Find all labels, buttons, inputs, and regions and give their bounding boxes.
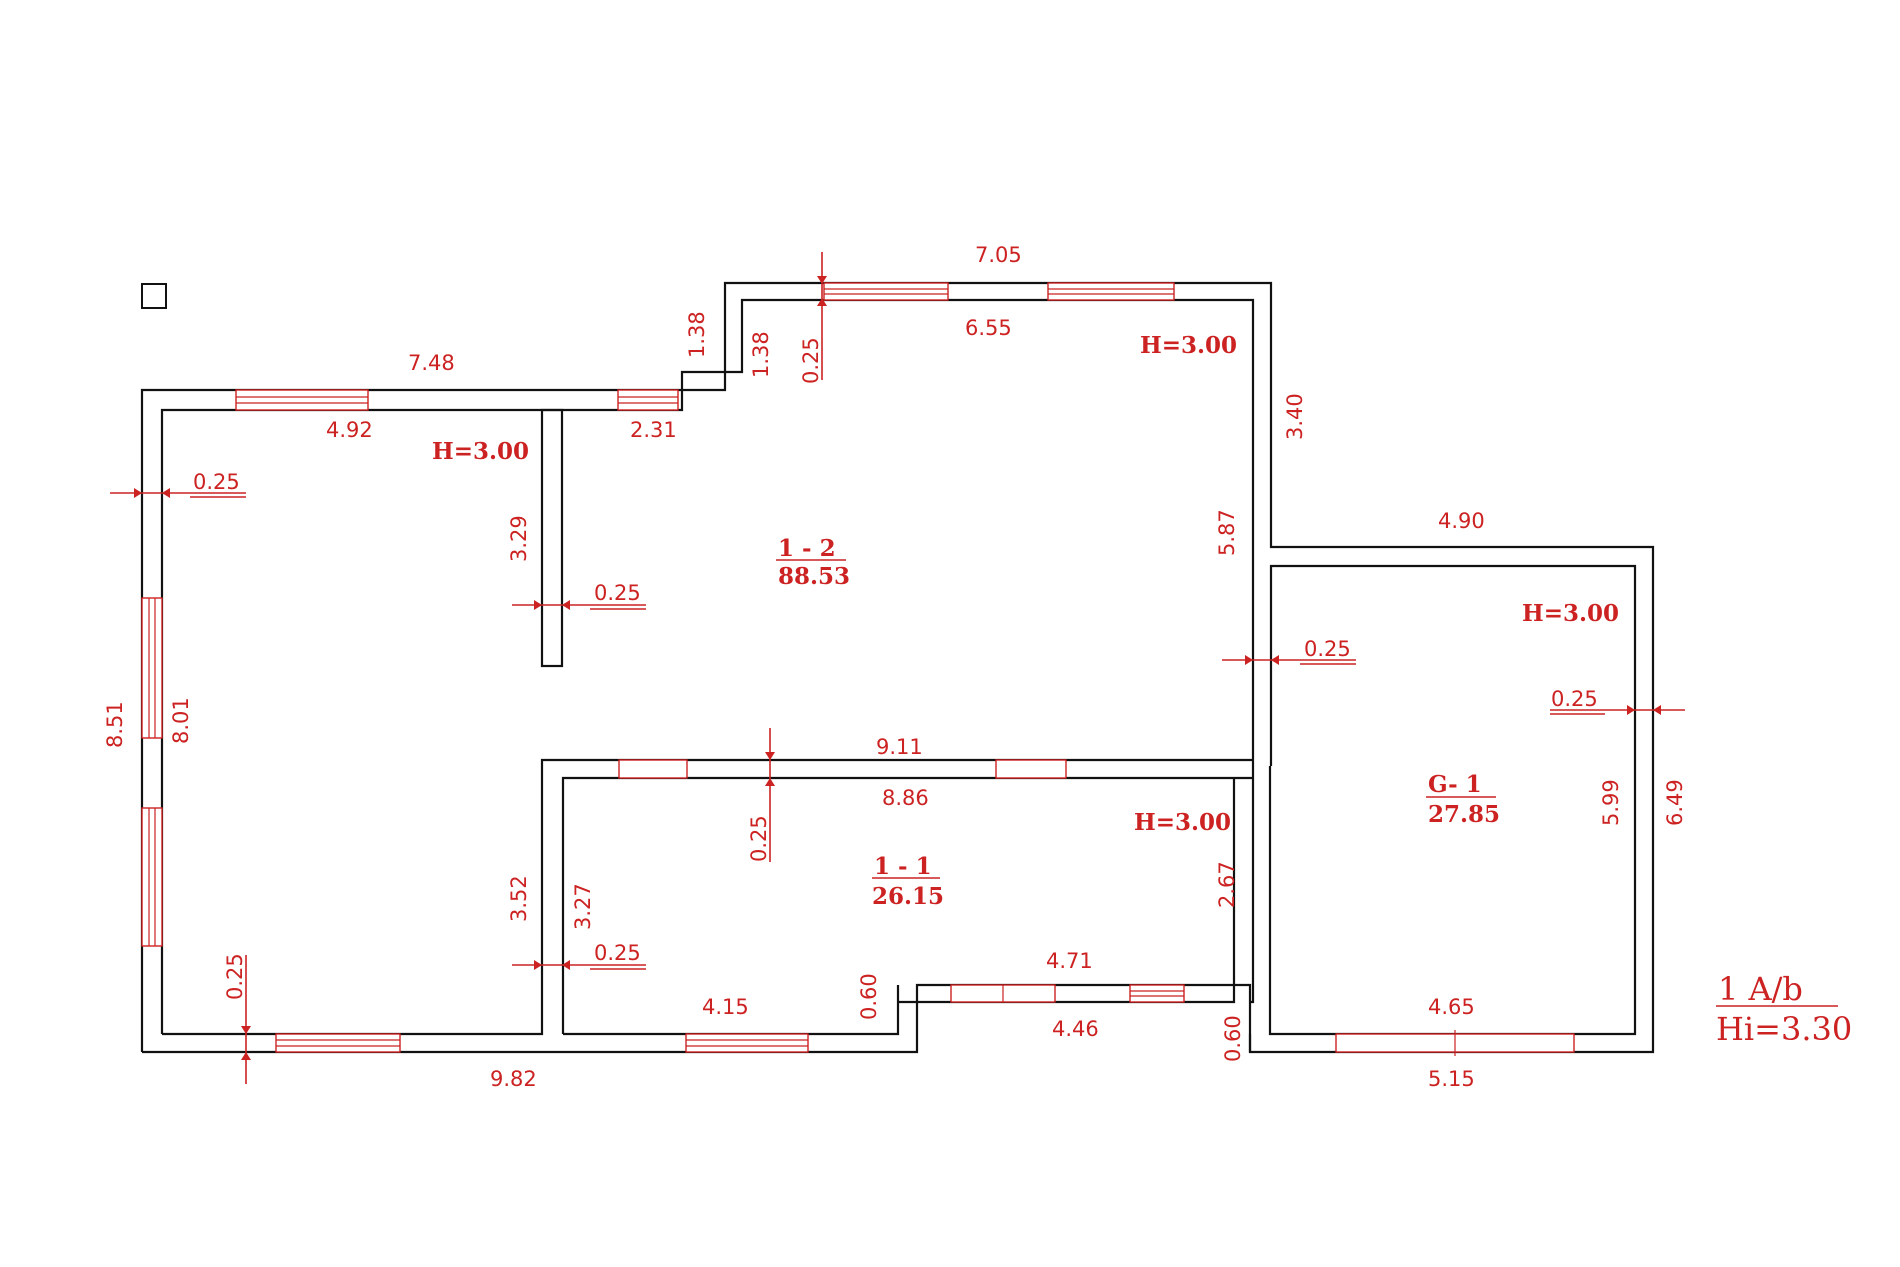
dim-0-25-partition-low: 0.25	[594, 941, 641, 965]
room-g-1-id: G- 1	[1428, 771, 1482, 798]
dim-0-25-top: 0.25	[799, 337, 823, 384]
room-labels: 1 - 2 88.53 1 - 1 26.15 G- 1 27.85	[776, 535, 1500, 910]
dim-4-92: 4.92	[326, 418, 373, 442]
dim-4-65: 4.65	[1428, 995, 1475, 1019]
dim-4-46: 4.46	[1052, 1017, 1099, 1041]
dim-4-15: 4.15	[702, 995, 749, 1019]
room-1-2-id: 1 - 2	[778, 535, 836, 562]
height-label-room-g-1: H=3.00	[1522, 600, 1619, 627]
dim-2-67: 2.67	[1215, 861, 1239, 908]
dim-4-90: 4.90	[1438, 509, 1485, 533]
dim-6-55: 6.55	[965, 316, 1012, 340]
dim-0-25-mid: 0.25	[747, 815, 771, 862]
dimension-labels: 7.05 6.55 7.48 4.92 2.31 1.38 1.38 0.25 …	[103, 243, 1687, 1091]
dim-9-82: 9.82	[490, 1067, 537, 1091]
dim-7-48: 7.48	[408, 351, 455, 375]
dim-3-40: 3.40	[1283, 393, 1307, 440]
dim-3-27: 3.27	[571, 883, 595, 930]
dim-1-38-inner: 1.38	[749, 331, 773, 378]
room-1-2-area: 88.53	[778, 563, 850, 590]
dim-3-29: 3.29	[507, 515, 531, 562]
room-g-1-area: 27.85	[1428, 801, 1500, 828]
dim-0-25-mid-right: 0.25	[1304, 637, 1351, 661]
dim-0-60-a: 0.60	[857, 973, 881, 1020]
title-line-1: 1 A/b	[1718, 970, 1803, 1008]
dim-0-25-g: 0.25	[1551, 687, 1598, 711]
height-label-room-1-1: H=3.00	[1134, 809, 1231, 836]
dim-5-87: 5.87	[1215, 509, 1239, 556]
dim-9-11: 9.11	[876, 735, 923, 759]
dim-0-25-partition: 0.25	[594, 581, 641, 605]
dim-1-38-outer: 1.38	[685, 311, 709, 358]
room-1-1-area: 26.15	[872, 883, 944, 910]
dim-0-25-left: 0.25	[193, 470, 240, 494]
title-block: 1 A/b Hi=3.30	[1716, 970, 1852, 1048]
dimension-arrows	[110, 252, 1685, 1084]
dim-2-31: 2.31	[630, 418, 677, 442]
dim-0-60-b: 0.60	[1221, 1015, 1245, 1062]
title-line-2: Hi=3.30	[1716, 1010, 1852, 1048]
windows	[141, 282, 1575, 1056]
dim-6-49: 6.49	[1663, 779, 1687, 826]
dim-3-52: 3.52	[507, 875, 531, 922]
dim-8-51: 8.51	[103, 701, 127, 748]
corner-marker	[141, 283, 167, 309]
height-labels: H=3.00 H=3.00 H=3.00 H=3.00	[432, 332, 1619, 836]
room-1-1-id: 1 - 1	[874, 853, 932, 880]
dim-0-25-bottom-left: 0.25	[223, 953, 247, 1000]
dim-5-15: 5.15	[1428, 1067, 1475, 1091]
dim-4-71: 4.71	[1046, 949, 1093, 973]
height-label-room-1-2: H=3.00	[1140, 332, 1237, 359]
dim-7-05: 7.05	[975, 243, 1022, 267]
dim-8-01: 8.01	[169, 697, 193, 744]
dim-8-86: 8.86	[882, 786, 929, 810]
dim-5-99: 5.99	[1599, 779, 1623, 826]
height-label-left: H=3.00	[432, 438, 529, 465]
